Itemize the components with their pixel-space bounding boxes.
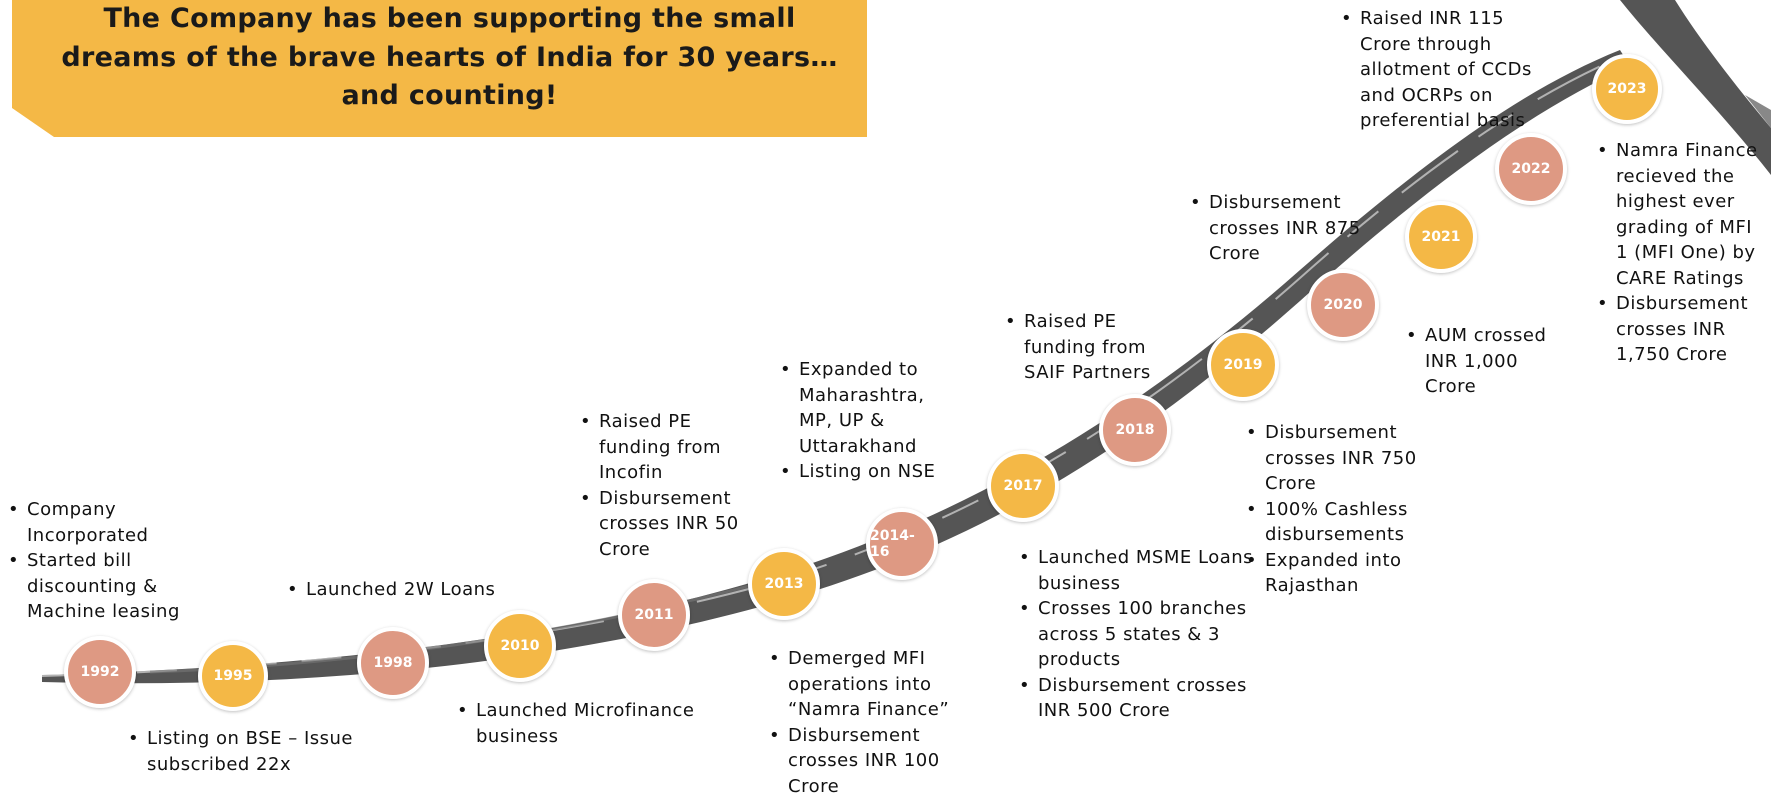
page-title: The Company has been supporting the smal… (52, 0, 847, 116)
events-1992: Company Incorporated Started bill discou… (8, 497, 198, 625)
event-item: Company Incorporated (8, 497, 198, 548)
milestone-2014-16: 2014-16 (866, 508, 938, 580)
event-item: Namra Finance recieved the highest ever … (1597, 138, 1769, 291)
events-2017: Launched MSME Loans business Crosses 100… (1019, 545, 1264, 724)
events-2014-16: Expanded to Maharashtra, MP, UP & Uttara… (780, 357, 955, 485)
milestone-2010: 2010 (484, 610, 556, 682)
events-2018: Raised PE funding from SAIF Partners (1005, 309, 1170, 386)
milestone-2019: 2019 (1207, 329, 1279, 401)
event-item: Disbursement crosses INR 500 Crore (1019, 673, 1264, 724)
event-item: Disbursement crosses INR 750 Crore (1246, 420, 1431, 497)
events-2020: AUM crossed INR 1,000 Crore (1406, 323, 1561, 400)
milestone-2020: 2020 (1307, 269, 1379, 341)
milestone-2018: 2018 (1099, 394, 1171, 466)
events-1998: Launched 2W Loans (287, 577, 527, 603)
milestone-2022: 2022 (1495, 133, 1567, 205)
event-item: Expanded into Rajasthan (1246, 548, 1431, 599)
event-item: 100% Cashless disbursements (1246, 497, 1431, 548)
milestone-2023: 2023 (1592, 54, 1662, 124)
events-2022: Raised INR 115 Crore through allotment o… (1341, 6, 1541, 134)
milestone-1998: 1998 (357, 627, 429, 699)
event-item: Launched Microfinance business (457, 698, 735, 749)
event-item: Listing on BSE – Issue subscribed 22x (128, 726, 383, 777)
milestone-2021: 2021 (1405, 201, 1477, 273)
events-2010: Launched Microfinance business (457, 698, 735, 749)
events-2019: Disbursement crosses INR 750 Crore 100% … (1246, 420, 1431, 599)
milestone-1995: 1995 (198, 641, 268, 711)
events-2021: Disbursement crosses INR 875 Crore (1190, 190, 1380, 267)
milestone-2017: 2017 (987, 450, 1059, 522)
title-banner: The Company has been supporting the smal… (12, 0, 867, 137)
event-item: Raised INR 115 Crore through allotment o… (1341, 6, 1541, 134)
events-2013: Demerged MFI operations into “Namra Fina… (769, 646, 969, 799)
milestone-2011: 2011 (618, 579, 690, 651)
event-item: Disbursement crosses INR 50 Crore (580, 486, 760, 563)
event-item: Demerged MFI operations into “Namra Fina… (769, 646, 969, 723)
event-item: Launched MSME Loans business (1019, 545, 1264, 596)
event-item: Listing on NSE (780, 459, 955, 485)
milestone-1992: 1992 (64, 636, 136, 708)
events-2023: Namra Finance recieved the highest ever … (1597, 138, 1769, 368)
event-item: Expanded to Maharashtra, MP, UP & Uttara… (780, 357, 955, 459)
event-item: Disbursement crosses INR 1,750 Crore (1597, 291, 1769, 368)
event-item: Disbursement crosses INR 875 Crore (1190, 190, 1380, 267)
event-item: Disbursement crosses INR 100 Crore (769, 723, 969, 799)
event-item: Raised PE funding from Incofin (580, 409, 760, 486)
events-2011: Raised PE funding from Incofin Disbursem… (580, 409, 760, 562)
event-item: Launched 2W Loans (287, 577, 527, 603)
events-1995: Listing on BSE – Issue subscribed 22x (128, 726, 383, 777)
event-item: Crosses 100 branches across 5 states & 3… (1019, 596, 1264, 673)
event-item: Started bill discounting & Machine leasi… (8, 548, 198, 625)
event-item: AUM crossed INR 1,000 Crore (1406, 323, 1561, 400)
event-item: Raised PE funding from SAIF Partners (1005, 309, 1170, 386)
